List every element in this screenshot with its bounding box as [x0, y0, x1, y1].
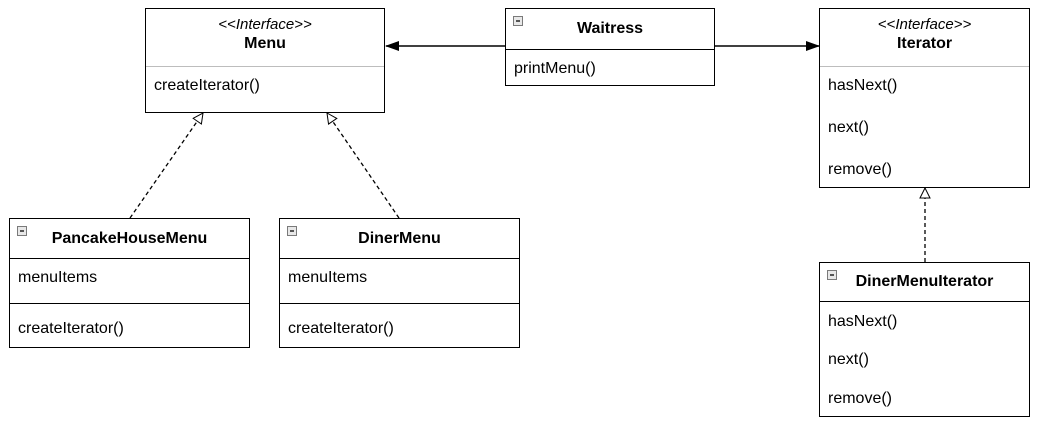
- class-diner-menu[interactable]: DinerMenu menuItems createIterator(): [279, 218, 520, 348]
- methods-section: hasNext() next() remove(): [820, 67, 1029, 180]
- class-diner-menu-iterator[interactable]: DinerMenuIterator hasNext() next() remov…: [819, 262, 1030, 417]
- class-name: DinerMenu: [358, 230, 441, 247]
- fields-section: menuItems: [280, 259, 519, 303]
- realization-dinermenu-to-menu: [327, 113, 400, 219]
- method-item: createIterator(): [288, 320, 394, 337]
- class-header: <<Interface>> Menu: [146, 9, 384, 67]
- class-name: DinerMenuIterator: [855, 273, 994, 290]
- methods-section: printMenu(): [506, 50, 714, 79]
- method-item: createIterator(): [18, 320, 124, 337]
- method-item: remove(): [828, 161, 893, 178]
- collapse-icon[interactable]: [827, 270, 837, 280]
- stereotype-label: <<Interface>>: [877, 16, 972, 33]
- collapse-icon[interactable]: [17, 226, 27, 236]
- class-name: Waitress: [576, 20, 644, 37]
- method-item: next(): [828, 351, 869, 368]
- method-item: hasNext(): [828, 77, 898, 94]
- class-name: Iterator: [896, 35, 953, 52]
- class-header: <<Interface>> Iterator: [820, 9, 1029, 67]
- field-item: menuItems: [18, 269, 98, 286]
- method-item: hasNext(): [828, 313, 898, 330]
- method-item: createIterator(): [154, 77, 260, 94]
- class-menu[interactable]: <<Interface>> Menu createIterator(): [145, 8, 385, 113]
- collapse-icon[interactable]: [287, 226, 297, 236]
- realization-pancakehousemenu-to-menu: [129, 113, 203, 219]
- field-item: menuItems: [288, 269, 368, 286]
- class-header: DinerMenuIterator: [820, 263, 1029, 302]
- class-name: PancakeHouseMenu: [51, 230, 208, 247]
- class-pancake-house-menu[interactable]: PancakeHouseMenu menuItems createIterato…: [9, 218, 250, 348]
- method-item: next(): [828, 119, 869, 136]
- class-name: Menu: [244, 35, 286, 52]
- class-waitress[interactable]: Waitress printMenu(): [505, 8, 715, 86]
- methods-section: createIterator(): [280, 303, 519, 339]
- fields-section: menuItems: [10, 259, 249, 303]
- class-header: PancakeHouseMenu: [10, 219, 249, 259]
- method-item: printMenu(): [514, 60, 596, 77]
- class-header: Waitress: [506, 9, 714, 50]
- method-item: remove(): [828, 390, 893, 407]
- methods-section: hasNext() next() remove(): [820, 302, 1029, 409]
- stereotype-label: <<Interface>>: [218, 16, 312, 33]
- collapse-icon[interactable]: [513, 16, 523, 26]
- class-iterator[interactable]: <<Interface>> Iterator hasNext() next() …: [819, 8, 1030, 188]
- class-header: DinerMenu: [280, 219, 519, 259]
- methods-section: createIterator(): [10, 303, 249, 339]
- methods-section: createIterator(): [146, 67, 384, 96]
